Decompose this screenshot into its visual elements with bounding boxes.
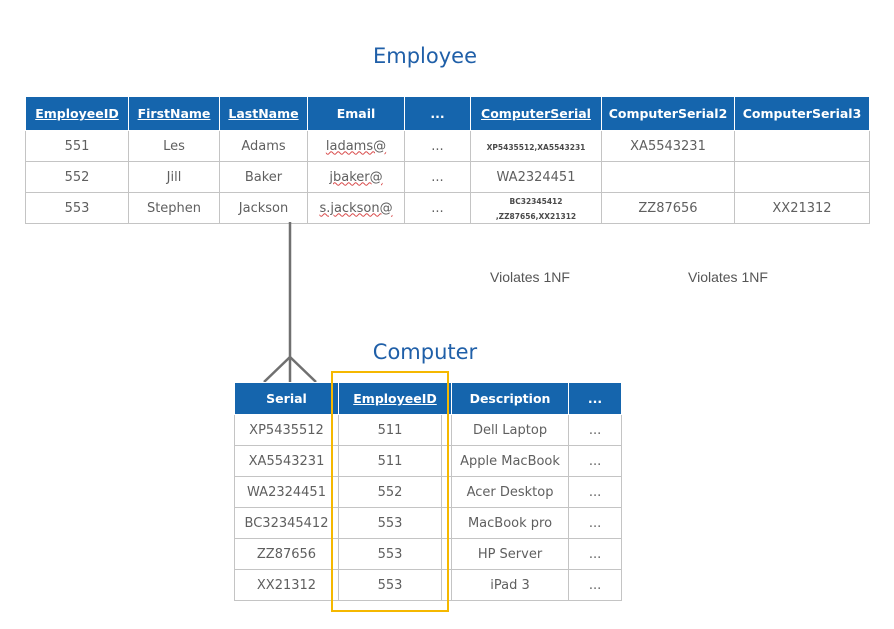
computer-col-serial: Serial (234, 382, 339, 415)
employee-header-row: EmployeeID FirstName LastName Email ... … (25, 96, 870, 131)
spacer-cell (440, 569, 453, 601)
computer-serial3-cell (734, 130, 870, 162)
employee-row: 551 Les Adams ladams@ ... XP5435512,XA55… (25, 130, 870, 162)
employee-row: 552 Jill Baker jbaker@ ... WA2324451 (25, 161, 870, 193)
description-cell: MacBook pro (451, 507, 570, 539)
computer-serial-cell: BC32345412 ,ZZ87656,XX21312 (470, 192, 602, 224)
last-name-cell: Baker (219, 161, 308, 193)
description-cell: Acer Desktop (451, 476, 570, 508)
employee-id-cell: 511 (338, 445, 442, 477)
foreign-key-highlight-box (331, 371, 449, 612)
employee-id-cell: 551 (25, 130, 129, 162)
employee-id-cell: 553 (25, 192, 129, 224)
computer-serial-line1: BC32345412 (509, 197, 563, 206)
more-cell: ... (568, 538, 623, 570)
employee-col-computerserial2: ComputerSerial2 (601, 96, 735, 131)
employee-col-computerserial3: ComputerSerial3 (734, 96, 870, 131)
email-cell: s.jackson@ (307, 192, 405, 224)
more-cell: ... (568, 414, 623, 446)
more-cell: ... (568, 507, 623, 539)
employee-row: 553 Stephen Jackson s.jackson@ ... BC323… (25, 192, 870, 224)
computer-table-title: Computer (372, 340, 478, 364)
employee-table-title: Employee (372, 44, 477, 68)
computer-col-description: Description (451, 382, 570, 415)
description-cell: iPad 3 (451, 569, 570, 601)
computer-serial-cell: XP5435512,XA5543231 (470, 130, 602, 162)
employee-col-employeeid: EmployeeID (25, 96, 129, 131)
last-name-cell: Adams (219, 130, 308, 162)
employee-id-cell: 552 (338, 476, 442, 508)
computer-row: ZZ87656 553 HP Server ... (234, 538, 623, 570)
email-cell: ladams@ (307, 130, 405, 162)
serial-cell: XX21312 (234, 569, 339, 601)
violates-1nf-label: Violates 1NF (490, 269, 570, 285)
serial-cell: WA2324451 (234, 476, 339, 508)
computer-serial3-cell: XX21312 (734, 192, 870, 224)
serial-cell: ZZ87656 (234, 538, 339, 570)
serial-cell: BC32345412 (234, 507, 339, 539)
more-cell: ... (404, 130, 471, 162)
employee-id-cell: 553 (338, 507, 442, 539)
employee-table: EmployeeID FirstName LastName Email ... … (25, 96, 870, 224)
computer-row: XA5543231 511 Apple MacBook ... (234, 445, 623, 477)
more-cell: ... (568, 445, 623, 477)
email-cell: jbaker@ (307, 161, 405, 193)
computer-row: BC32345412 553 MacBook pro ... (234, 507, 623, 539)
serial-cell: XA5543231 (234, 445, 339, 477)
computer-table: Serial EmployeeID Description ... XP5435… (234, 382, 623, 601)
description-cell: Apple MacBook (451, 445, 570, 477)
more-cell: ... (568, 569, 623, 601)
computer-serial2-cell: ZZ87656 (601, 192, 735, 224)
computer-col-employeeid: EmployeeID (337, 382, 453, 415)
more-cell: ... (404, 192, 471, 224)
computer-row: WA2324451 552 Acer Desktop ... (234, 476, 623, 508)
computer-serial2-cell (601, 161, 735, 193)
violates-1nf-label: Violates 1NF (688, 269, 768, 285)
more-cell: ... (404, 161, 471, 193)
employee-col-email: Email (307, 96, 405, 131)
serial-cell: XP5435512 (234, 414, 339, 446)
description-cell: HP Server (451, 538, 570, 570)
employee-col-computerserial: ComputerSerial (470, 96, 602, 131)
computer-serial-cell: WA2324451 (470, 161, 602, 193)
first-name-cell: Stephen (128, 192, 220, 224)
employee-col-firstname: FirstName (128, 96, 220, 131)
computer-row: XX21312 553 iPad 3 ... (234, 569, 623, 601)
employee-id-cell: 553 (338, 569, 442, 601)
employee-id-cell: 553 (338, 538, 442, 570)
computer-col-more: ... (568, 382, 623, 415)
description-cell: Dell Laptop (451, 414, 570, 446)
computer-row: XP5435512 511 Dell Laptop ... (234, 414, 623, 446)
employee-id-cell: 511 (338, 414, 442, 446)
employee-col-more: ... (404, 96, 471, 131)
first-name-cell: Jill (128, 161, 220, 193)
more-cell: ... (568, 476, 623, 508)
computer-serial-line2: ,ZZ87656,XX21312 (495, 212, 577, 221)
computer-serial3-cell (734, 161, 870, 193)
computer-header-row: Serial EmployeeID Description ... (234, 382, 623, 415)
